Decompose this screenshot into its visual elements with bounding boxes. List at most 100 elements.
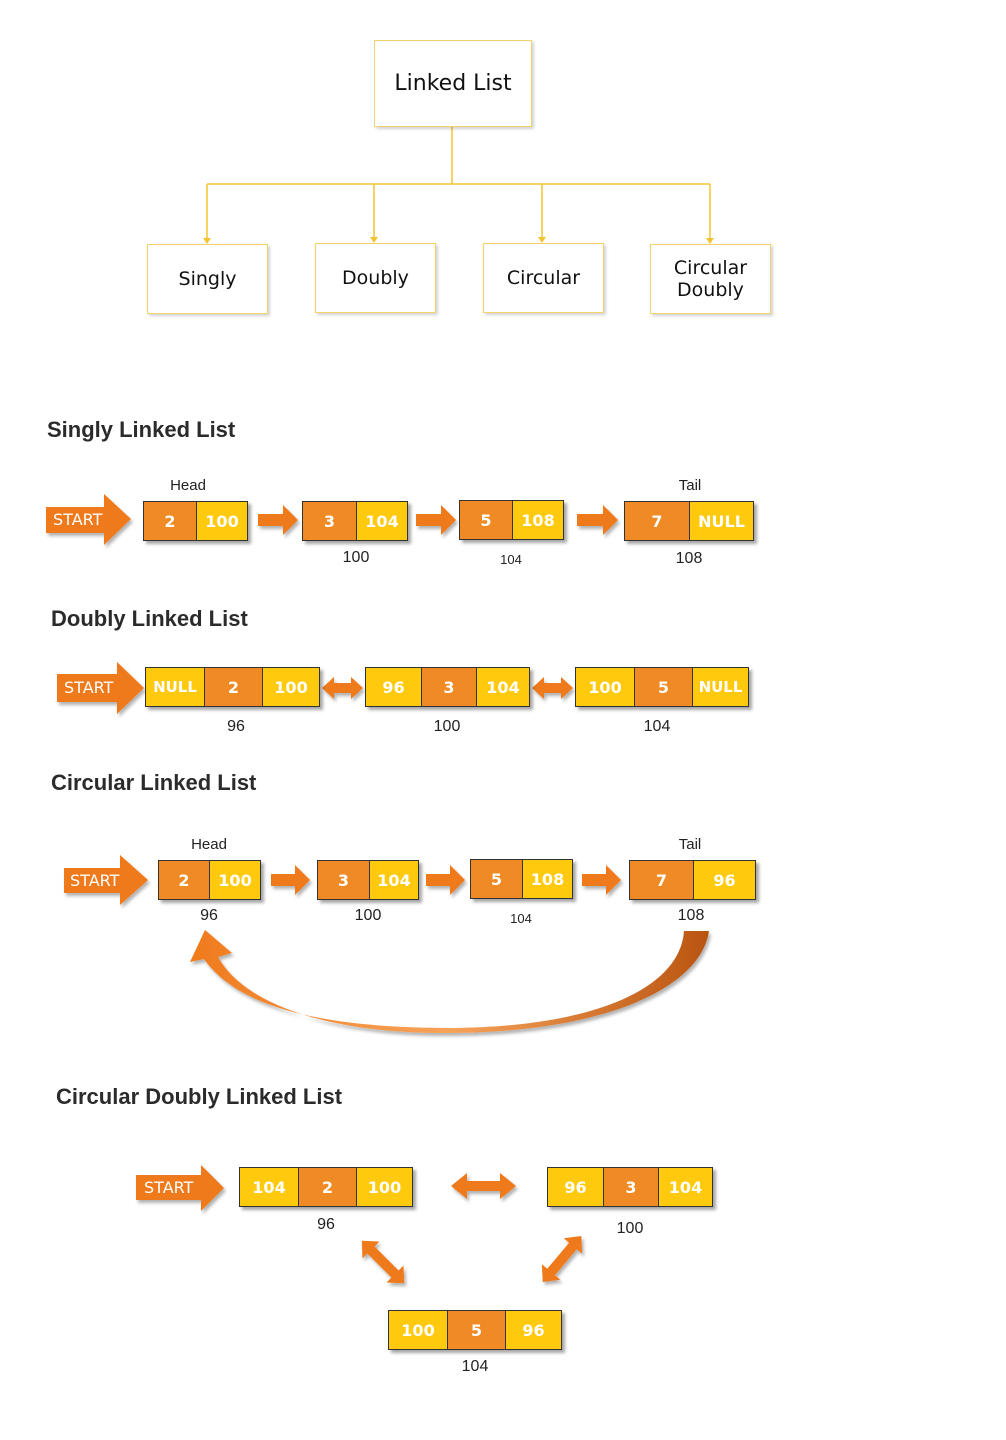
next-arrow: [582, 865, 621, 895]
start-label: START: [64, 678, 114, 697]
circular-node: 5 108: [470, 859, 573, 899]
bidirectional-arrow: [541, 1236, 583, 1282]
node-next-cell: 104: [356, 502, 407, 540]
node-prev-cell: 96: [366, 668, 421, 706]
child-node-label: Singly: [178, 268, 237, 290]
tail-label: Tail: [678, 836, 702, 853]
doubly-node: 100 5 NULL: [575, 667, 749, 707]
next-arrow: [271, 865, 310, 895]
head-label: Head: [170, 477, 206, 494]
node-address: 104: [643, 718, 671, 735]
node-address: 104: [510, 911, 532, 926]
section-title-singly: Singly Linked List: [47, 417, 236, 442]
node-next-cell: 104: [476, 668, 529, 706]
node-next-cell: 100: [356, 1168, 412, 1206]
start-label: START: [70, 871, 120, 890]
node-next-cell: 96: [505, 1311, 561, 1349]
node-next-cell: 104: [369, 861, 418, 899]
start-arrow-doubly: [57, 662, 144, 714]
child-node-circular-doubly: Circular Doubly: [650, 244, 771, 314]
node-next-cell: NULL: [689, 502, 753, 540]
hierarchy-connectors: [203, 126, 714, 244]
circular-node: 7 96: [629, 860, 756, 900]
node-address: 96: [317, 1216, 335, 1233]
node-data-cell: 3: [303, 502, 356, 540]
root-node-box: Linked List: [374, 40, 532, 127]
node-address: 104: [461, 1358, 489, 1375]
next-arrow: [258, 505, 298, 535]
circular-doubly-node: 96 3 104: [547, 1167, 713, 1207]
node-data-cell: 5: [447, 1311, 505, 1349]
next-arrow: [416, 505, 456, 535]
node-next-cell: NULL: [692, 668, 748, 706]
node-address: 96: [227, 718, 245, 735]
singly-node: 3 104: [302, 501, 408, 541]
node-data-cell: 2: [204, 668, 262, 706]
root-node-label: Linked List: [394, 71, 512, 96]
circular-node: 2 100: [158, 860, 261, 900]
start-arrow-circular: [64, 855, 148, 905]
node-data-cell: 3: [318, 861, 369, 899]
node-next-cell: 108: [522, 860, 572, 898]
node-address: 108: [675, 550, 703, 567]
section-title-circular-doubly: Circular Doubly Linked List: [56, 1084, 343, 1109]
node-next-cell: 100: [262, 668, 319, 706]
doubly-node: 96 3 104: [365, 667, 530, 707]
start-label: START: [144, 1178, 194, 1197]
head-label: Head: [191, 836, 227, 853]
circular-doubly-node: 104 2 100: [239, 1167, 413, 1207]
child-node-label: Doubly: [342, 267, 409, 289]
node-prev-cell: 96: [548, 1168, 603, 1206]
circular-doubly-node: 100 5 96: [388, 1310, 562, 1350]
section-title-circular: Circular Linked List: [51, 770, 257, 795]
node-address: 100: [354, 907, 382, 924]
singly-node: 5 108: [459, 500, 564, 540]
start-arrow-singly: [46, 494, 131, 545]
node-next-cell: 108: [512, 501, 563, 539]
child-node-doubly: Doubly: [315, 243, 436, 313]
node-data-cell: 5: [471, 860, 522, 898]
node-address: 100: [342, 549, 370, 566]
node-data-cell: 2: [144, 502, 196, 540]
bidirectional-arrow: [322, 677, 363, 699]
child-node-circular: Circular: [483, 243, 604, 313]
node-prev-cell: 100: [389, 1311, 447, 1349]
node-next-cell: 100: [209, 861, 260, 899]
child-node-label: Circular: [506, 267, 581, 289]
node-data-cell: 5: [634, 668, 692, 706]
child-node-singly: Singly: [147, 244, 268, 314]
singly-node: 2 100: [143, 501, 248, 541]
circular-node: 3 104: [317, 860, 419, 900]
node-address: 108: [677, 907, 705, 924]
node-data-cell: 5: [460, 501, 512, 539]
node-data-cell: 2: [159, 861, 209, 899]
node-address: 104: [500, 552, 522, 567]
section-title-doubly: Doubly Linked List: [51, 606, 248, 631]
tail-label: Tail: [678, 477, 702, 494]
circular-return-arrow: [190, 930, 709, 1034]
next-arrow: [577, 505, 618, 535]
bidirectional-arrow: [451, 1173, 516, 1199]
node-prev-cell: 100: [576, 668, 634, 706]
child-node-label: Circular Doubly: [673, 257, 748, 301]
singly-node: 7 NULL: [624, 501, 754, 541]
node-data-cell: 3: [603, 1168, 658, 1206]
start-label: START: [53, 510, 103, 529]
node-prev-cell: NULL: [146, 668, 204, 706]
node-next-cell: 100: [196, 502, 247, 540]
node-address: 100: [433, 718, 461, 735]
next-arrow: [426, 865, 465, 895]
node-data-cell: 2: [298, 1168, 356, 1206]
node-address: 96: [200, 907, 218, 924]
node-data-cell: 3: [421, 668, 476, 706]
node-data-cell: 7: [625, 502, 689, 540]
bidirectional-arrow: [532, 677, 573, 699]
node-address: 100: [616, 1220, 644, 1237]
node-data-cell: 7: [630, 861, 693, 899]
start-arrow-circular-doubly: [136, 1165, 224, 1211]
doubly-node: NULL 2 100: [145, 667, 320, 707]
node-prev-cell: 104: [240, 1168, 298, 1206]
node-next-cell: 96: [693, 861, 755, 899]
bidirectional-arrow: [361, 1240, 405, 1284]
